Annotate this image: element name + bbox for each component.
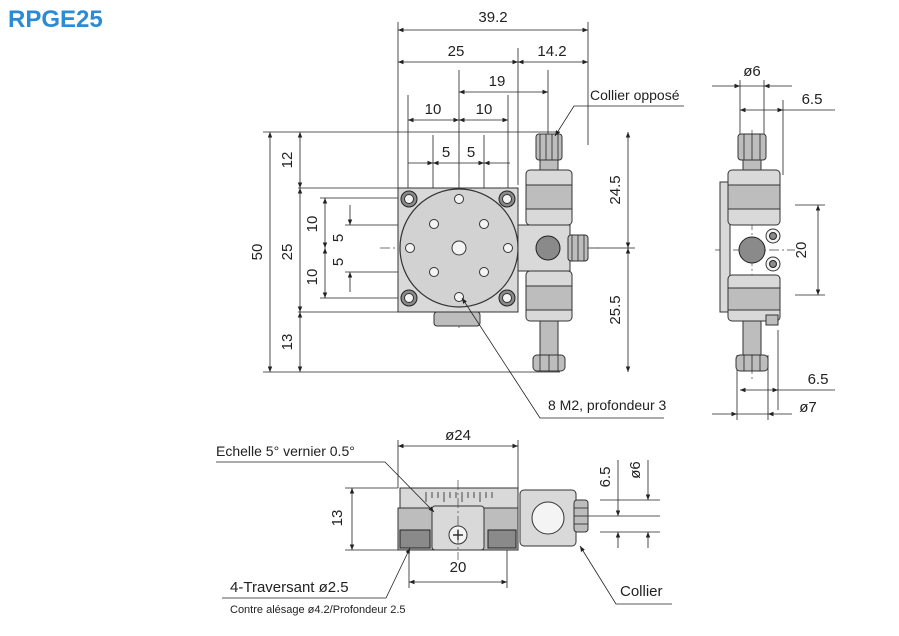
dim-10-right: 10 — [476, 101, 493, 118]
dim-50: 50 — [249, 244, 266, 261]
counterbore-left — [399, 529, 431, 549]
side-base-plate — [719, 181, 731, 313]
micrometer-assembly — [517, 133, 589, 372]
dim-6-5-front: 6.5 — [597, 467, 614, 488]
bottom-tab — [433, 311, 481, 327]
counterbore-right — [487, 529, 517, 549]
dim-dia6-front: ø6 — [627, 461, 644, 479]
dim-5-left: 5 — [442, 144, 450, 161]
collar-bore — [531, 501, 565, 535]
collar-opposite-label: Collier opposé — [590, 87, 680, 103]
dim-24-5: 24.5 — [607, 175, 624, 204]
dim-13-front: 13 — [329, 510, 346, 527]
dim-10-upper: 10 — [304, 216, 321, 233]
dim-19: 19 — [489, 73, 506, 90]
dim-5-upper: 5 — [330, 234, 347, 242]
counterbore-label: Contre alésage ø4.2/Profondeur 2.5 — [230, 604, 406, 616]
through-hole-label: 4-Traversant ø2.5 — [230, 579, 349, 596]
collar-label: Collier — [620, 583, 663, 600]
thread-label: 8 M2, profondeur 3 — [548, 397, 667, 413]
dim-25-vertical: 25 — [279, 244, 296, 261]
rotary-scale-ring — [399, 487, 519, 509]
dim-6-5-upper: 6.5 — [802, 91, 823, 108]
center-hole — [451, 240, 467, 256]
dim-20-front: 20 — [450, 559, 467, 576]
dim-6-5-lower: 6.5 — [808, 371, 829, 388]
threaded-holes — [405, 194, 513, 302]
dim-20-side: 20 — [793, 242, 810, 259]
dim-10-left: 10 — [425, 101, 442, 118]
dim-13: 13 — [279, 334, 296, 351]
scale-label: Echelle 5° vernier 0.5° — [216, 443, 355, 459]
dim-10-lower: 10 — [304, 269, 321, 286]
dim-dia7: ø7 — [799, 399, 817, 416]
dim-12: 12 — [279, 152, 296, 169]
corner-holes — [400, 190, 516, 307]
dim-5-lower: 5 — [330, 258, 347, 266]
top-view: 39.2 25 14.2 19 10 10 5 5 — [249, 9, 684, 419]
dim-dia6-side: ø6 — [743, 63, 761, 80]
dim-25-5: 25.5 — [607, 295, 624, 324]
scale-ticks — [425, 492, 493, 502]
drawing-title: RPGE25 — [8, 6, 103, 33]
front-view: ø24 13 20 6.5 ø6 Echelle 5° vernier — [216, 427, 672, 616]
dim-5-right: 5 — [467, 144, 475, 161]
dim-14-2: 14.2 — [537, 43, 566, 60]
dim-25: 25 — [448, 43, 465, 60]
side-view: ø6 6.5 20 6.5 ø7 — [712, 63, 835, 420]
dim-dia24: ø24 — [445, 427, 471, 444]
dim-39-2: 39.2 — [478, 9, 507, 26]
